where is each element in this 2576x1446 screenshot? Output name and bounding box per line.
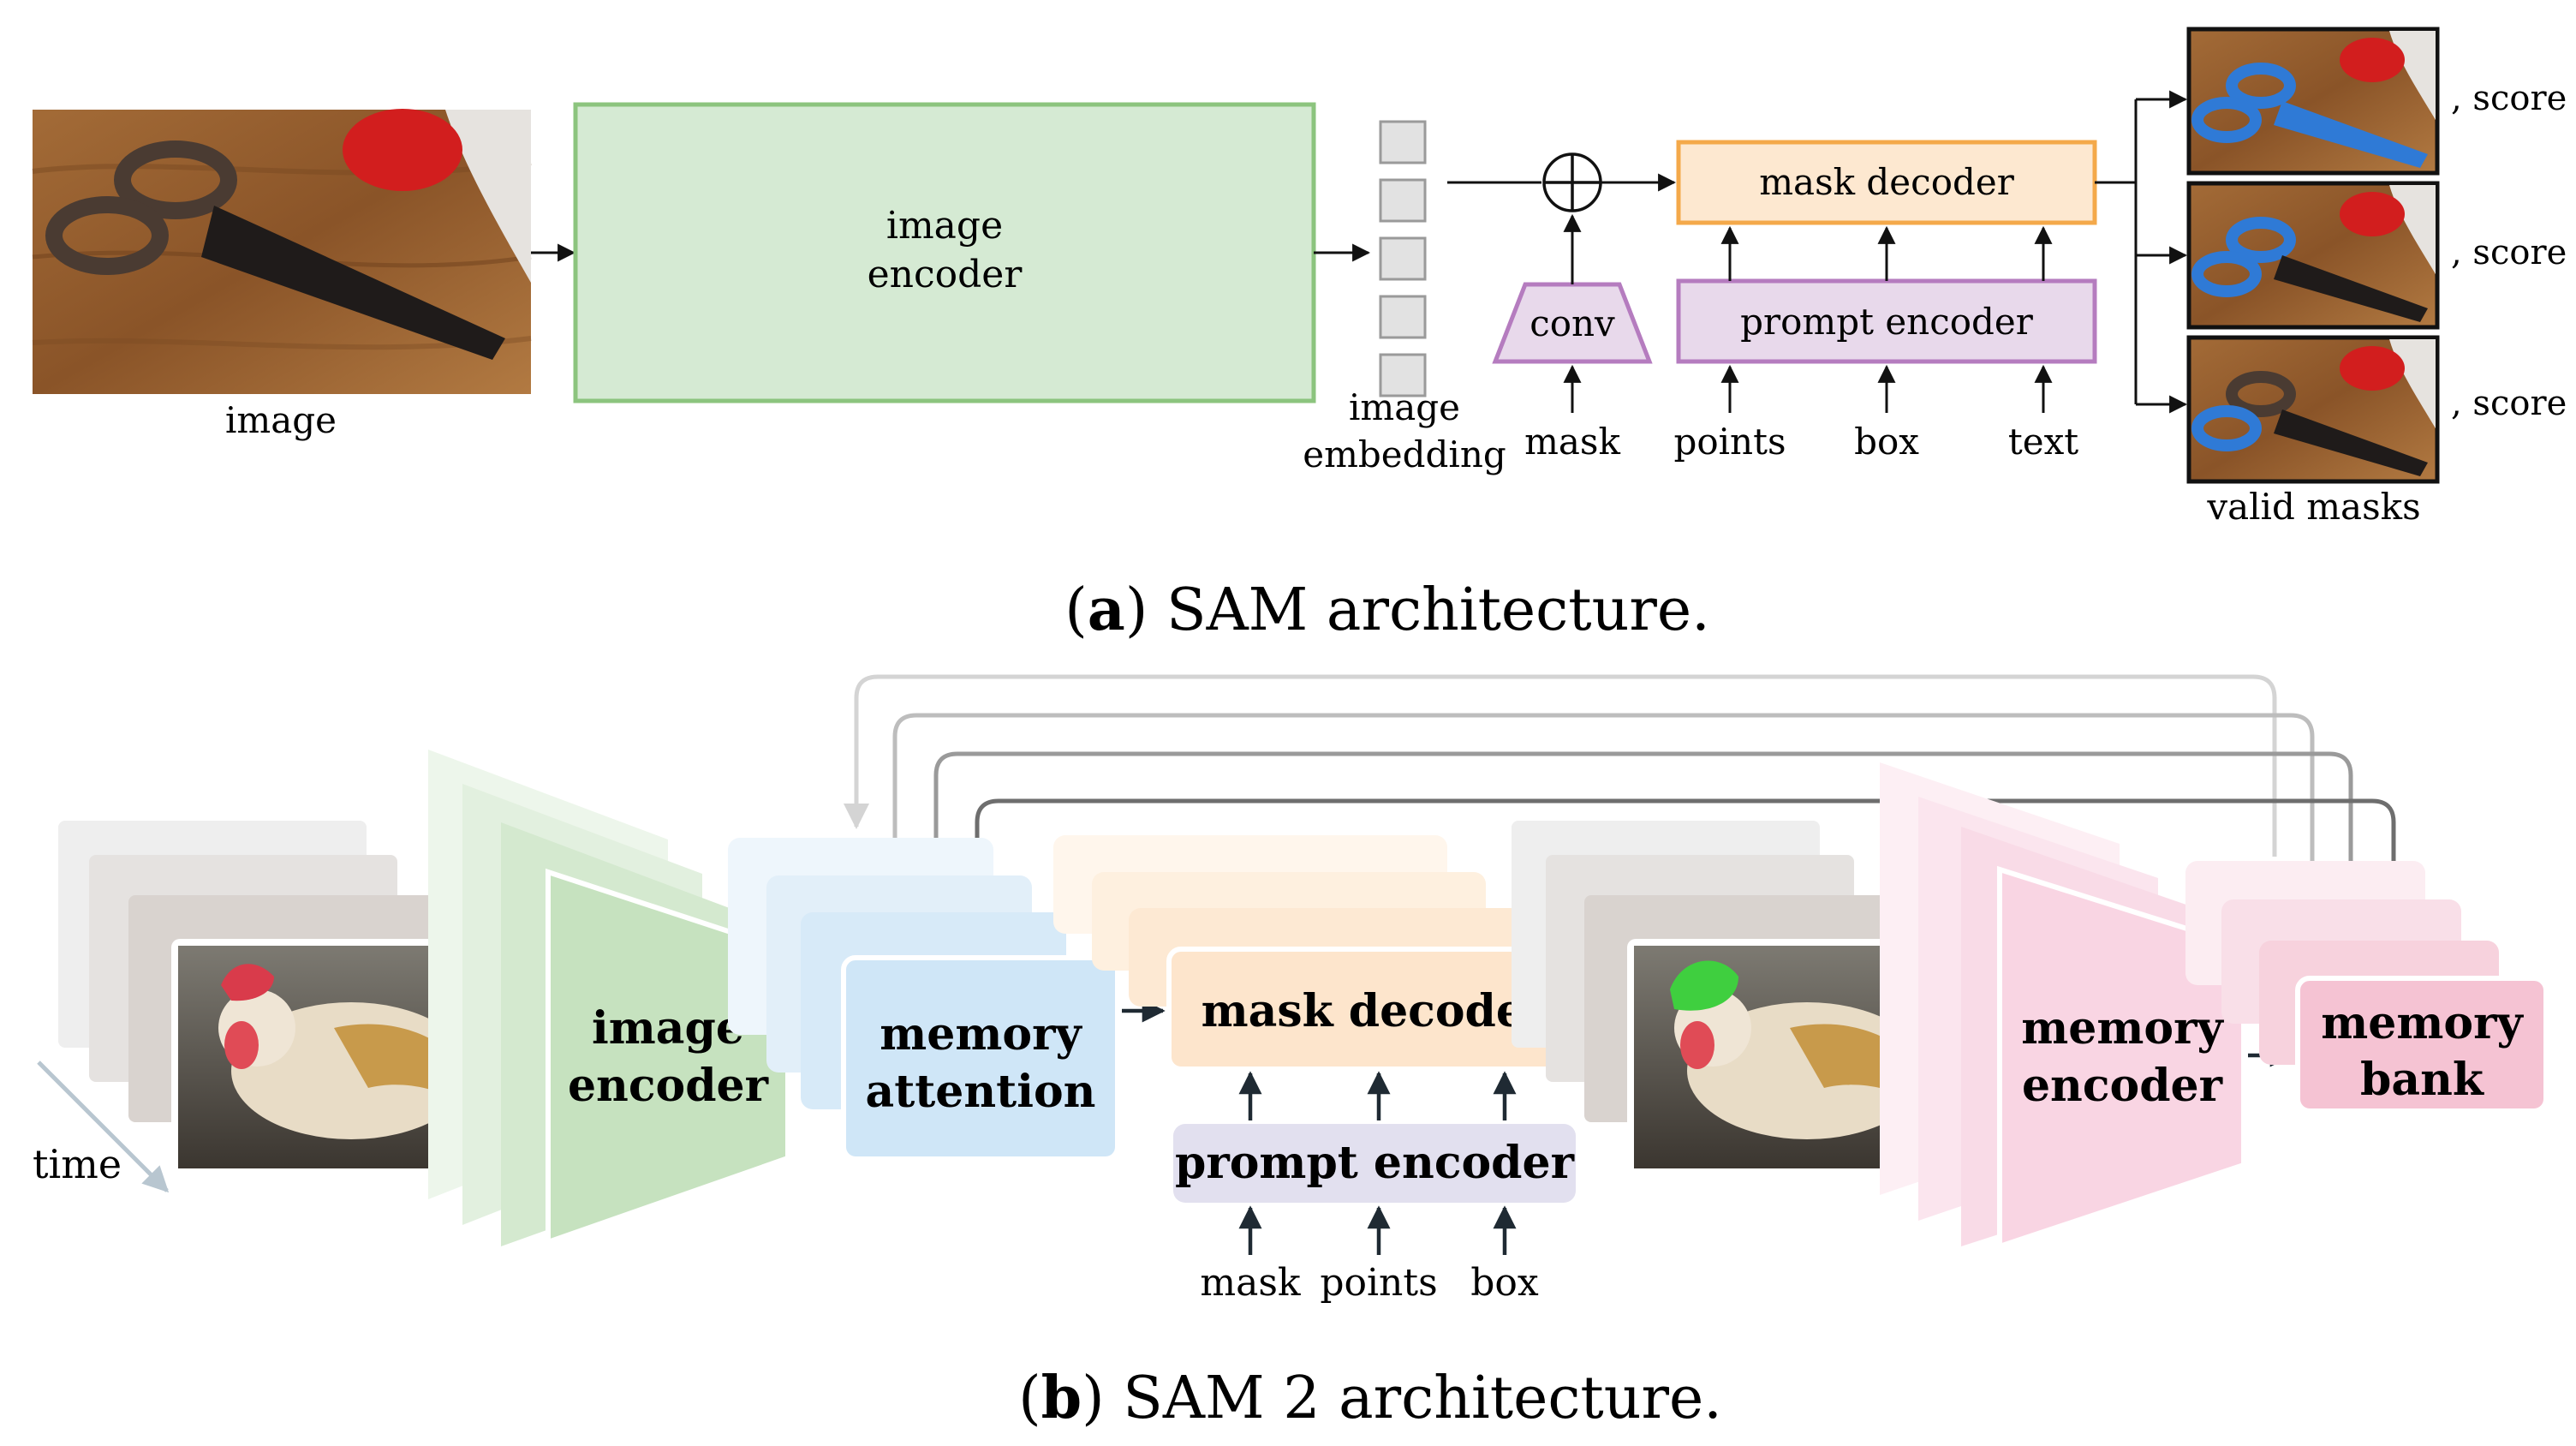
memory-attention-label-line2: attention — [866, 1066, 1096, 1118]
memory-bank-label-line2: bank — [2360, 1054, 2484, 1106]
image-encoder-label-line1: image — [592, 1002, 744, 1055]
sam-input-box-label: box — [1854, 421, 1919, 463]
input-mask-label-b: mask — [1200, 1261, 1301, 1305]
sam-prompt-encoder-box — [1676, 278, 2097, 364]
valid-mask-1 — [2186, 27, 2440, 176]
memory-feedback-loop-2 — [882, 713, 2315, 865]
sam-mask-decoder-label: mask decoder — [1759, 161, 2015, 203]
caption-a-letter: a — [1088, 576, 1125, 644]
score-label-1: , score — [2451, 79, 2567, 118]
memory-attention-label-line1: memory — [880, 1008, 1082, 1061]
caption-b: (b) SAM 2 architecture. — [1018, 1364, 1722, 1432]
sam-input-text-label: text — [2008, 421, 2078, 463]
memory-encoder-label-line2: encoder — [2022, 1060, 2223, 1112]
caption-b-letter: b — [1041, 1364, 1082, 1432]
caption-a-text: ) SAM architecture. — [1125, 577, 1710, 644]
sam-image-encoder-label-line2: encoder — [868, 253, 1023, 296]
input-points-label-b: points — [1320, 1261, 1437, 1305]
memory-bank-box — [2295, 976, 2549, 1114]
input-image-scissors — [32, 109, 532, 394]
image-embedding-label-line2: embedding — [1303, 433, 1506, 475]
valid-mask-3 — [2186, 335, 2440, 484]
image-embedding-stack — [1379, 120, 1427, 397]
memory-encoder-trapezoid — [1997, 865, 2246, 1251]
prompt-encoder-box — [1173, 1124, 1576, 1203]
time-label: time — [33, 1141, 122, 1187]
conv-label: conv — [1530, 302, 1615, 344]
memory-encoder-label-line1: memory — [2021, 1002, 2224, 1055]
sam-mask-decoder-box — [1676, 140, 2097, 225]
sam-input-mask-label: mask — [1524, 421, 1620, 463]
memory-attention-box — [841, 955, 1120, 1162]
score-label-3: , score — [2451, 384, 2567, 423]
current-frame-rooster — [171, 939, 492, 1174]
sam-prompt-encoder-label: prompt encoder — [1740, 301, 2034, 343]
memory-feedback-loop-4 — [964, 798, 2396, 953]
memory-feedback-loop-3 — [923, 751, 2353, 906]
memory-feedback-loop-1 — [844, 674, 2277, 857]
image-encoder-label-line2: encoder — [568, 1060, 769, 1112]
caption-a: (a) SAM architecture. — [1064, 576, 1709, 644]
caption-b-text: ) SAM 2 architecture. — [1082, 1365, 1722, 1432]
conv-block — [1492, 282, 1653, 364]
time-arrow — [37, 1061, 170, 1193]
prompt-encoder-label: prompt encoder — [1175, 1137, 1575, 1189]
input-box-label-b: box — [1470, 1261, 1539, 1305]
image-embedding-label-line1: image — [1349, 386, 1460, 428]
input-image-label: image — [225, 399, 337, 441]
valid-mask-2 — [2186, 181, 2440, 330]
score-label-2: , score — [2451, 233, 2567, 272]
memory-bank-label-line1: memory — [2321, 997, 2524, 1049]
sum-operator-icon — [1542, 152, 1602, 212]
sam-image-encoder-label-line1: image — [886, 204, 1003, 248]
sam-input-points-label: points — [1673, 421, 1786, 463]
valid-masks-label: valid masks — [2206, 486, 2420, 528]
mask-decoder-label: mask decoder — [1202, 985, 1548, 1037]
